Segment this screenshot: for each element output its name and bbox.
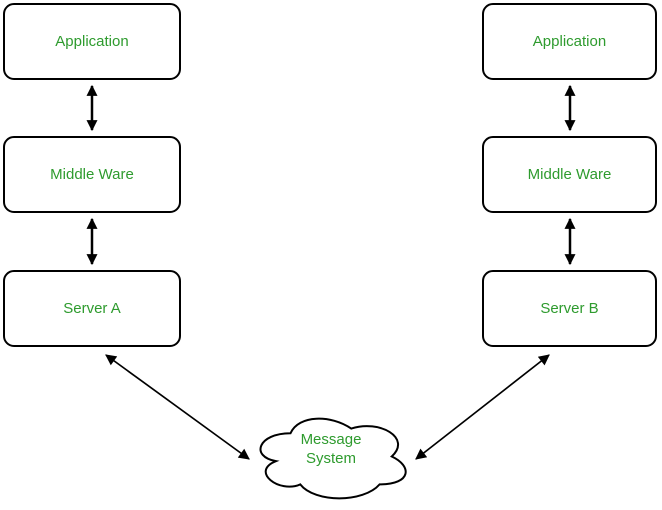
node-middleware-left: Middle Ware [3,136,181,213]
node-application-left: Application [3,3,181,80]
message-system-label-line2: System [305,450,356,467]
message-system-label: Message System [251,430,411,468]
node-application-right: Application [482,3,657,80]
arrow-server-a-message-system [105,354,250,460]
node-label: Middle Ware [527,166,612,183]
node-server-b: Server B [482,270,657,347]
node-server-a: Server A [3,270,181,347]
node-label: Server B [540,300,599,317]
message-system-label-line1: Message [300,431,362,448]
node-label: Application [55,33,129,50]
node-label: Application [532,33,607,50]
message-system-cloud [259,417,407,500]
node-middleware-right: Middle Ware [482,136,657,213]
arrow-server-b-message-system [415,354,550,460]
node-label: Server A [63,300,121,317]
node-label: Middle Ware [50,166,134,183]
